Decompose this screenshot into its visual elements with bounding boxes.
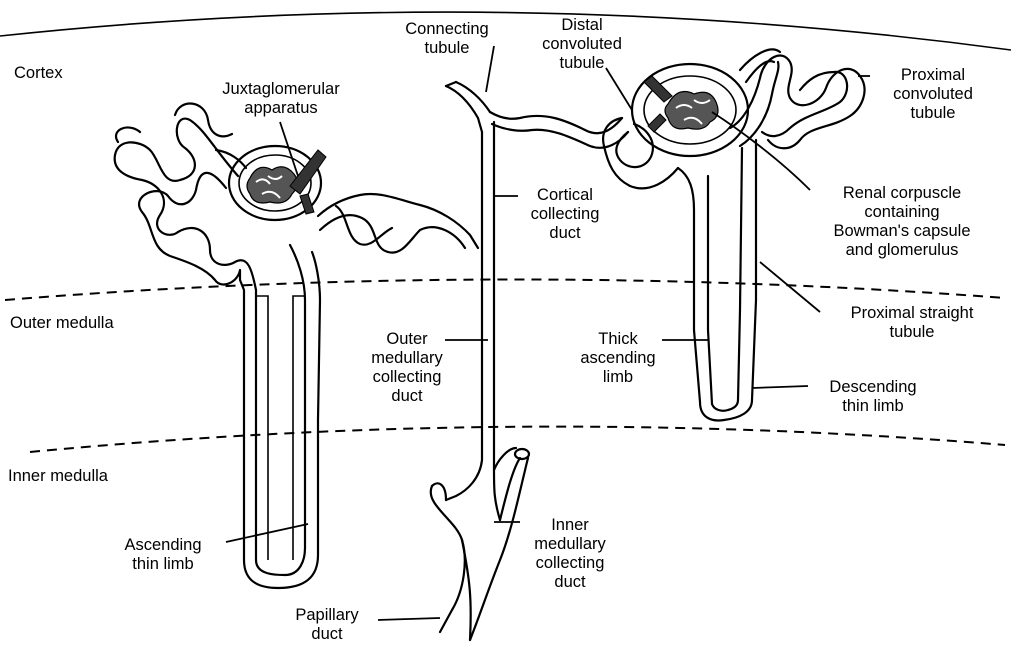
proximal-convoluted-tubule-label: Proximal convoluted tubule — [866, 66, 1000, 123]
left-glomerulus — [247, 167, 298, 203]
cortical-collecting-duct-label: Cortical collecting duct — [512, 186, 618, 243]
outer-medullary-collecting-duct-label: Outer medullary collecting duct — [352, 330, 462, 406]
right-distal-convoluted-tubule — [616, 124, 653, 167]
papillary-duct-label: Papillary duct — [272, 606, 382, 644]
right-proximal-convoluted-tubule — [730, 55, 865, 148]
region-outer-medulla-label: Outer medulla — [10, 314, 114, 333]
inner-medullary-collecting-duct-label: Inner medullary collecting duct — [514, 516, 626, 592]
descending-thin-limb-label: Descending thin limb — [800, 378, 946, 416]
region-inner-medulla-label: Inner medulla — [8, 467, 108, 486]
connecting-tubule-label: Connecting tubule — [382, 20, 512, 58]
right-thick-ascending-limb — [678, 168, 700, 402]
thick-ascending-limb-label: Thick ascending limb — [568, 330, 668, 387]
main-collecting-duct — [446, 132, 482, 500]
outer-inner-medulla-boundary — [30, 427, 1005, 452]
ascending-thin-limb-label: Ascending thin limb — [100, 536, 226, 574]
right-proximal-straight-tubule — [738, 148, 742, 400]
connecting-tubule — [446, 86, 482, 132]
renal-corpuscle-label: Renal corpuscle containing Bowman's caps… — [802, 184, 1002, 260]
region-cortex-label: Cortex — [14, 64, 63, 83]
right-glomerulus — [665, 92, 718, 130]
juxtaglomerular-apparatus-label: Juxtaglomerular apparatus — [196, 80, 366, 118]
proximal-straight-tubule-label: Proximal straight tubule — [818, 304, 1006, 342]
distal-convoluted-tubule-label: Distal convoluted tubule — [522, 16, 642, 73]
left-distal-tubule — [318, 194, 478, 248]
cortex-medulla-boundary — [5, 279, 1005, 300]
